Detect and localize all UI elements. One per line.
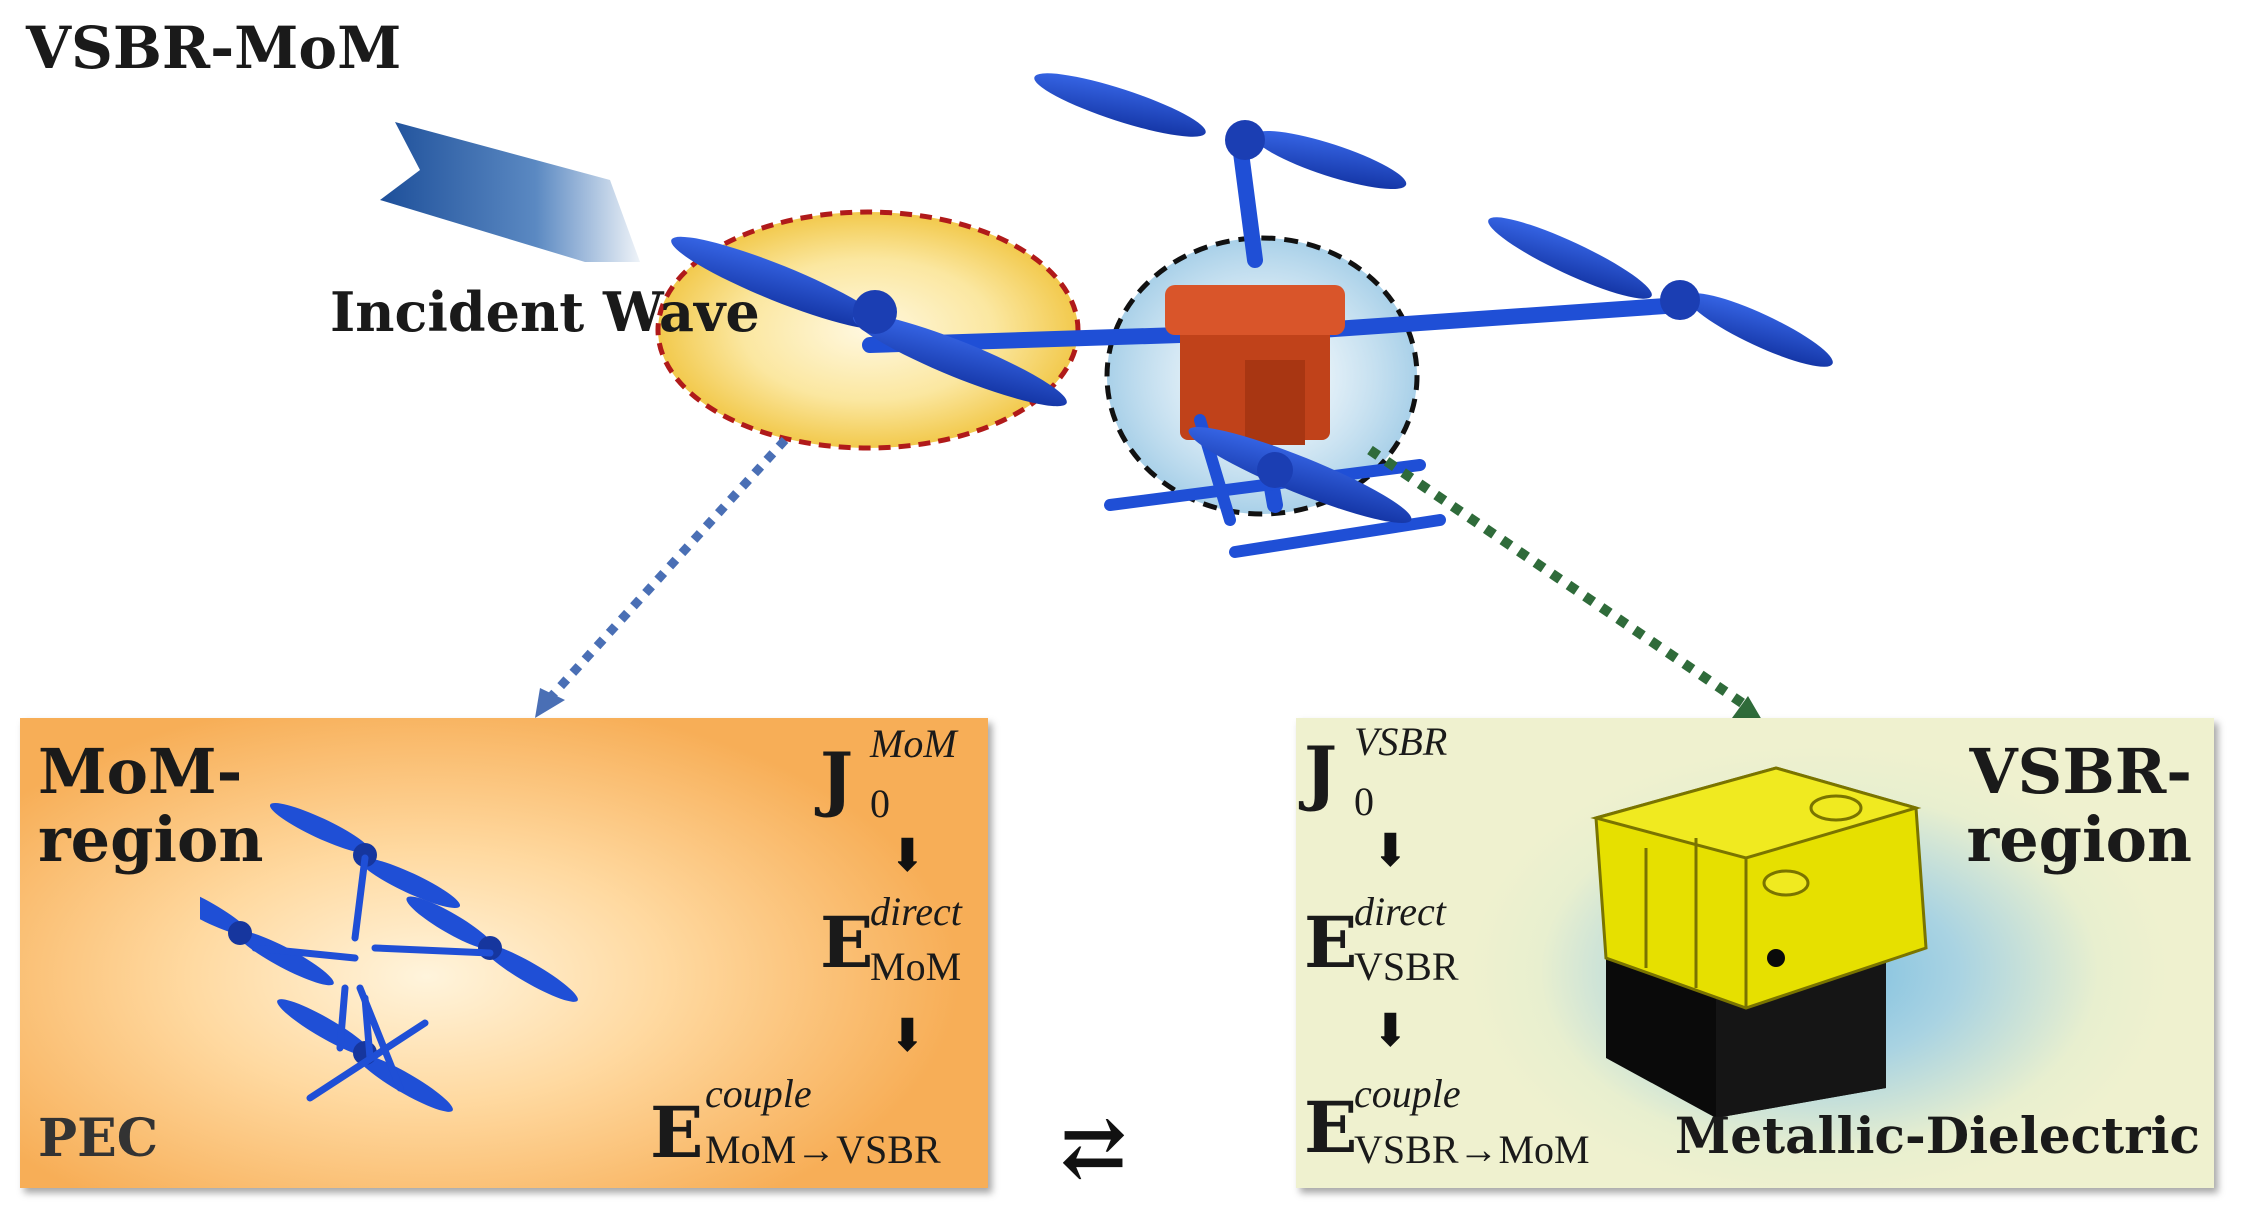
drone-body [1165, 285, 1345, 445]
propeller-assembly-icon [200, 803, 578, 1112]
mom-arrow-head [535, 688, 565, 718]
mom-e-direct-sub: MoM [870, 944, 962, 989]
diagram-title: VSBR-MoM [26, 14, 402, 82]
vsbr-arrow-head [1732, 696, 1762, 720]
mom-material-label: PEC [38, 1108, 159, 1169]
exchange-arrows: ⇄ [1060, 1100, 1128, 1194]
mom-region-title: MoM- region [38, 738, 263, 874]
vsbr-j-sup: VSBR [1354, 719, 1448, 764]
mom-region-panel: MoM- region PEC J M [20, 718, 988, 1188]
mom-e-couple-sup: couple [705, 1071, 812, 1116]
vsbr-arrow-2: ⬇ [1371, 1003, 1410, 1057]
vsbr-dotted-arrow [1367, 445, 1748, 710]
vsbr-region-title: VSBR- region [1967, 738, 2192, 874]
vsbr-region-panel: J VSBR 0 ⬇ E direct VSBR ⬇ E couple VSBR… [1296, 718, 2214, 1188]
incident-wave-label: Incident Wave [330, 280, 760, 344]
vsbr-j-symbol: J [1304, 731, 1338, 814]
drone-propellers [671, 73, 1833, 523]
vsbr-e-direct-sup: direct [1354, 889, 1446, 934]
mom-e-couple-symbol: E [650, 1091, 704, 1174]
mom-j-symbol: J [820, 737, 854, 820]
vsbr-e-direct-sub: VSBR [1354, 944, 1459, 989]
vsbr-material-label: Metallic-Dielectric [1674, 1106, 2200, 1165]
vsbr-title-line2: region [1966, 803, 2192, 876]
mom-j-sub: 0 [870, 781, 890, 826]
vsbr-e-couple-sup: couple [1354, 1071, 1461, 1116]
mom-arrow-2: ⬇ [888, 1008, 927, 1062]
mom-title-line1: MoM- [38, 735, 243, 808]
vsbr-j-sub: 0 [1354, 779, 1374, 824]
vsbr-title-line1: VSBR- [1969, 735, 2192, 808]
mom-title-line2: region [38, 803, 264, 876]
vsbr-arrow-1: ⬇ [1371, 823, 1410, 877]
mom-e-direct-symbol: E [820, 901, 874, 984]
mom-dotted-arrow [544, 436, 789, 704]
body-mesh-icon [1590, 766, 1928, 1118]
vsbr-e-direct-symbol: E [1304, 901, 1358, 984]
mom-j-sup: MoM [870, 721, 957, 766]
vsbr-e-couple-sub: VSBR→MoM [1354, 1127, 1590, 1172]
vsbr-e-couple-symbol: E [1304, 1086, 1358, 1169]
mom-e-couple-sub: MoM→VSBR [705, 1127, 941, 1172]
mom-arrow-1: ⬇ [888, 828, 927, 882]
incident-wave-arrow [380, 122, 640, 262]
mom-e-direct-sup: direct [870, 889, 962, 934]
